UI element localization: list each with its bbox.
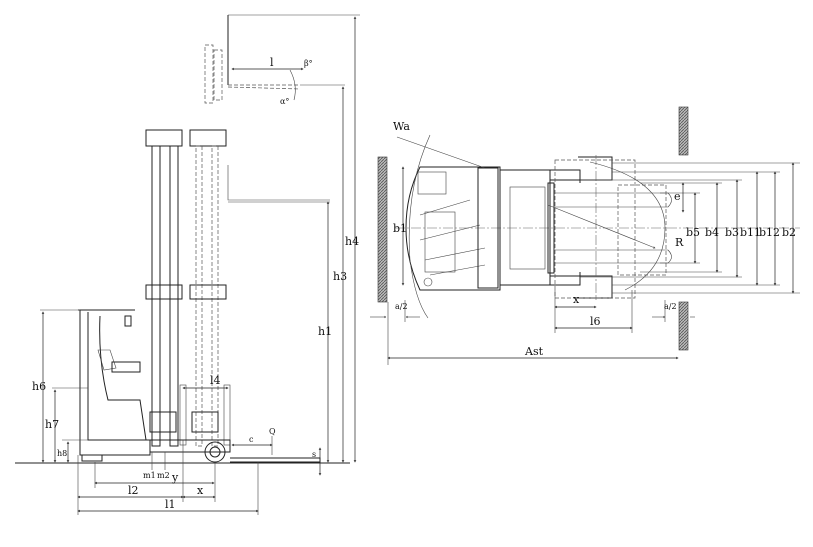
pallet-outline xyxy=(554,159,636,299)
label-h8: h8 xyxy=(57,449,67,458)
label-b2: b2 xyxy=(782,226,796,239)
label-h7: h7 xyxy=(45,418,59,431)
label-l1: l1 xyxy=(165,498,176,511)
label-y: y xyxy=(171,471,179,484)
label-m2: m2 xyxy=(157,471,170,480)
raised-fork-detail: l β° α° xyxy=(204,14,360,106)
mast xyxy=(145,129,330,447)
truck-body xyxy=(78,309,321,463)
label-Wa: Wa xyxy=(393,120,410,133)
turning-arc xyxy=(589,161,666,291)
label-l6: l6 xyxy=(590,315,601,328)
label-l2: l2 xyxy=(128,484,139,497)
label-x-top: x xyxy=(573,293,580,306)
label-b4: b4 xyxy=(705,226,719,239)
label-x-side: x xyxy=(197,484,204,497)
label-beta: β° xyxy=(304,59,313,68)
label-Ast: Ast xyxy=(524,345,544,358)
label-a2-right: a/2 xyxy=(664,302,677,311)
label-a2-left: a/2 xyxy=(395,302,408,311)
top-view: Wa R b1 e b5 b4 b3 b11 b12 b2 xyxy=(370,106,800,365)
label-b5: b5 xyxy=(686,226,700,239)
label-e: e xyxy=(674,190,681,203)
label-b1: b1 xyxy=(393,222,407,235)
label-l: l xyxy=(270,56,274,69)
label-b11: b11 xyxy=(740,226,761,239)
label-h4: h4 xyxy=(345,235,359,248)
extension-lines xyxy=(77,440,259,515)
label-b12: b12 xyxy=(759,226,780,239)
label-h1: h1 xyxy=(318,325,332,338)
extension-lines-top xyxy=(580,162,800,294)
label-alpha: α° xyxy=(280,97,289,106)
label-R: R xyxy=(675,236,684,249)
aisle-wall-bottom-right xyxy=(678,301,689,351)
side-view: l β° α° xyxy=(15,14,360,515)
label-l4: l4 xyxy=(210,374,221,387)
label-b3: b3 xyxy=(725,226,739,239)
label-Q: Q xyxy=(269,427,276,436)
aisle-wall-left xyxy=(377,156,388,303)
label-h3: h3 xyxy=(333,270,347,283)
label-m1: m1 xyxy=(143,471,156,480)
label-c: c xyxy=(249,435,254,444)
aisle-wall-top-right xyxy=(678,106,689,156)
truck-body-top xyxy=(405,166,501,291)
label-h6: h6 xyxy=(32,380,46,393)
label-s: s xyxy=(312,450,316,459)
